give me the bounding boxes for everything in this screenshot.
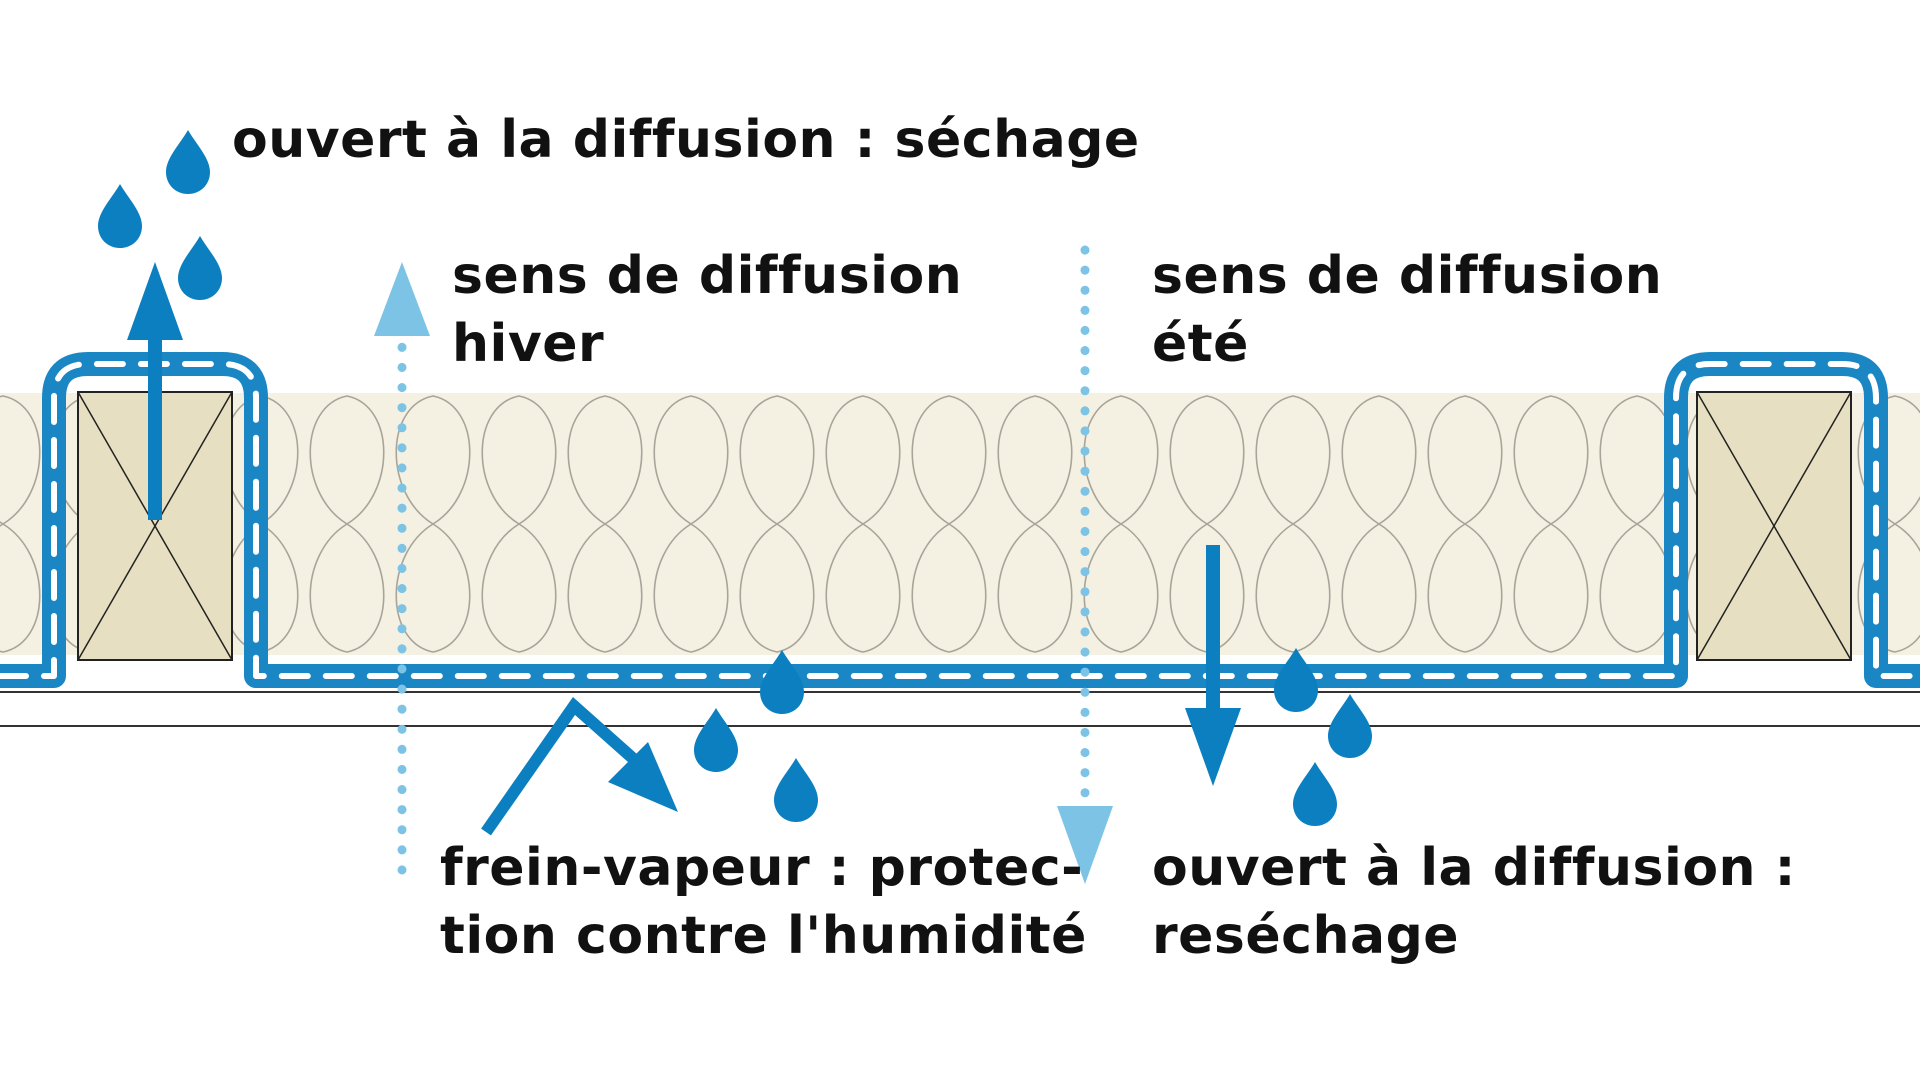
insulation-loop [1513,395,1589,653]
insulation-loop [0,395,41,653]
vapour-brake-membrane [0,352,1920,688]
insulation-loop [481,395,557,653]
arrow-down-icon [1185,545,1241,786]
label-top-left: ouvert à la diffusion : séchage [232,106,1140,174]
bent-arrow-icon [481,697,678,836]
insulation-loop [1427,395,1503,653]
insulation-loop [997,395,1073,653]
label-vapour-brake-line-1: frein-vapeur : protec- [440,838,1084,898]
arrow-up-icon [127,262,183,520]
insulation-loop [395,395,471,653]
label-bottom-right-line-2: reséchage [1152,906,1460,966]
water-drop-icon [1328,694,1372,758]
label-summer-diffusion: sens de diffusion été [1152,242,1662,378]
dotted-arrow-down-icon [1057,245,1113,884]
water-drop-icon [774,758,818,822]
water-drop-icon [166,130,210,194]
label-bottom-right: ouvert à la diffusion : reséchage [1152,834,1796,970]
insulation-loop [825,395,901,653]
label-vapour-brake-line-2: tion contre l'humidité [440,906,1087,966]
water-drop-icon [178,236,222,300]
insulation-loop [911,395,987,653]
water-drop-icon [1274,648,1318,712]
water-drop-icon [1293,762,1337,826]
water-drop-icon [760,650,804,714]
label-summer-line-2: été [1152,314,1249,374]
water-drop-icon [694,708,738,772]
insulation-loop [1255,395,1331,653]
label-vapour-brake: frein-vapeur : protec- tion contre l'hum… [440,834,1087,970]
timber-beam-right [1696,391,1852,661]
label-summer-line-1: sens de diffusion [1152,246,1663,306]
insulation-loop [653,395,729,653]
insulation-loop [739,395,815,653]
insulation-loop [1083,395,1159,653]
water-drop-icon [98,184,142,248]
label-winter-line-2: hiver [452,314,605,374]
label-top-left-line-1: ouvert à la diffusion : séchage [232,110,1140,170]
insulation-loop [309,395,385,653]
label-winter-diffusion: sens de diffusion hiver [452,242,962,378]
label-winter-line-1: sens de diffusion [452,246,963,306]
insulation-loop [1857,395,1920,653]
insulation-loop [1341,395,1417,653]
insulation-layer [0,393,1920,655]
dotted-arrow-up-icon [374,262,430,875]
label-bottom-right-line-1: ouvert à la diffusion : [1152,838,1796,898]
insulation-loop [567,395,643,653]
